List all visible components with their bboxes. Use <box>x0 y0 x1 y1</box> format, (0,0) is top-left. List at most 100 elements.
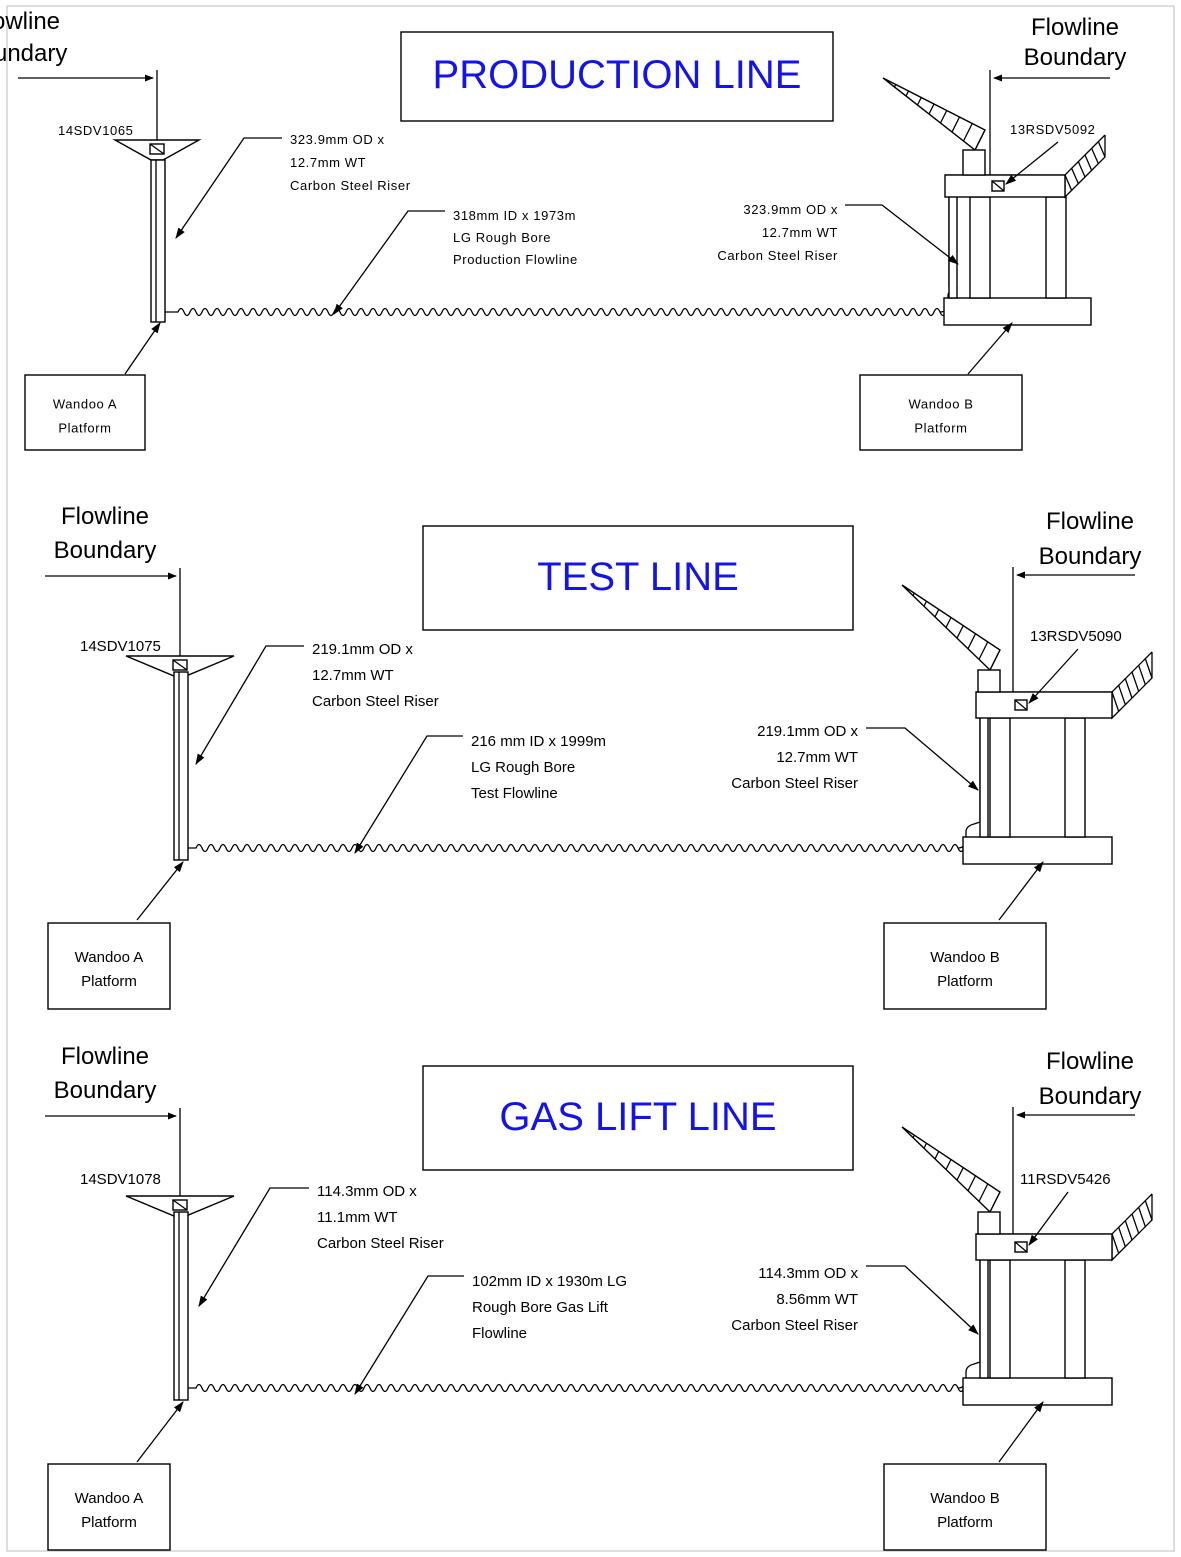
right-boundary-label-line-2: Boundary <box>1039 1083 1142 1110</box>
panel-3: GAS LIFT LINEFlowlineBoundaryFlowlineBou… <box>45 1043 1153 1551</box>
right-riser-label-line-2: 8.56mm WT <box>776 1291 858 1308</box>
outer-border <box>6 5 1175 1552</box>
right-valve-mark <box>991 180 1005 192</box>
platform-a-box <box>47 1463 171 1551</box>
right-riser-label-line-1: 323.9mm OD x <box>743 202 838 217</box>
platform-b-deck <box>944 174 1066 198</box>
left-riser-label-line-3: Carbon Steel Riser <box>312 693 439 710</box>
platform-b-label-line-2: Platform <box>937 973 993 990</box>
panel-1: PRODUCTION LINEFlowlineBoundaryFlowlineB… <box>0 8 1127 451</box>
right-riser-arrow <box>845 204 959 265</box>
right-riser-label-line-1: 114.3mm OD x <box>758 1265 858 1282</box>
left-valve-tag: 14SDV1078 <box>80 1171 161 1188</box>
platform-b-lattice <box>1111 658 1153 712</box>
panel-title: PRODUCTION LINE <box>433 53 802 97</box>
platform-b-leg-1 <box>989 717 1011 838</box>
platform-a-label-line-1: Wandoo A <box>75 1490 144 1507</box>
right-riser-label-line-3: Carbon Steel Riser <box>731 1317 858 1334</box>
left-boundary-label-line-2: Boundary <box>0 40 67 67</box>
platform-b-box <box>859 374 1023 451</box>
right-valve-tag: 13RSDV5090 <box>1030 628 1122 645</box>
platform-a-box <box>24 374 146 451</box>
platform-b-box <box>883 1463 1047 1551</box>
left-valve-tag: 14SDV1075 <box>80 638 161 655</box>
right-riser-arrow <box>866 1265 979 1335</box>
flowline-label-line-2: Rough Bore Gas Lift <box>472 1299 609 1316</box>
right-valve-arrow <box>1005 141 1059 185</box>
platform-b-leg-2 <box>1064 1259 1086 1379</box>
title-box <box>400 31 834 122</box>
right-riser-pipe <box>957 712 981 849</box>
left-boundary-label-line-2: Boundary <box>54 537 157 564</box>
platform-b-leg-2 <box>1064 717 1086 838</box>
platform-a-label-line-1: Wandoo A <box>53 397 117 412</box>
left-riser-pipe <box>173 671 189 861</box>
right-boundary-label-line-1: Flowline <box>1046 1048 1134 1075</box>
right-valve-arrow <box>1028 1191 1069 1246</box>
platform-b-base <box>962 836 1113 865</box>
left-riser-label-line-2: 12.7mm WT <box>312 667 394 684</box>
panel-title: GAS LIFT LINE <box>499 1095 776 1139</box>
left-valve-tag: 14SDV1065 <box>58 123 134 138</box>
right-boundary-label-line-2: Boundary <box>1039 543 1142 570</box>
platform-a-arrow <box>136 1401 184 1463</box>
flowline-arrow <box>333 210 445 315</box>
platform-b-leg-1 <box>989 1259 1011 1379</box>
platform-b-leg-1 <box>969 196 991 299</box>
platform-a-arrow <box>136 861 184 921</box>
crane-boom <box>882 77 986 152</box>
right-boundary-label-line-1: Flowline <box>1046 508 1134 535</box>
right-boundary-label-line-2: Boundary <box>1024 44 1127 71</box>
left-riser-label-line-1: 219.1mm OD x <box>312 641 413 658</box>
platform-a-label-line-1: Wandoo A <box>75 949 144 966</box>
left-riser-pipe <box>150 159 166 323</box>
flowline-arrow <box>354 1275 464 1395</box>
right-valve-mark <box>1014 699 1028 711</box>
left-riser-label-line-1: 323.9mm OD x <box>290 132 385 147</box>
left-riser-arrow <box>175 137 282 239</box>
right-riser-label-line-3: Carbon Steel Riser <box>731 775 858 792</box>
right-riser-label-line-2: 12.7mm WT <box>762 225 838 240</box>
platform-b-riser-column <box>979 711 989 838</box>
left-riser-label-line-3: Carbon Steel Riser <box>290 178 411 193</box>
left-boundary-label-line-1: Flowline <box>61 503 149 530</box>
flowline-label-line-1: 216 mm ID x 1999m <box>471 733 606 750</box>
panel-title: TEST LINE <box>537 555 739 599</box>
flowline-pipe <box>165 307 947 317</box>
right-riser-label-line-3: Carbon Steel Riser <box>717 248 838 263</box>
platform-b-deck <box>975 691 1113 719</box>
flowline-label-line-3: Production Flowline <box>453 252 578 267</box>
platform-b-deck <box>975 1233 1113 1261</box>
platform-b-label-line-1: Wandoo B <box>930 1490 1000 1507</box>
flowline-pipe <box>188 1383 965 1393</box>
crane-boom <box>901 584 1001 672</box>
platform-a-arrow <box>124 322 161 375</box>
flowline-label-line-1: 102mm ID x 1930m LG <box>472 1273 627 1290</box>
left-boundary-label-line-2: Boundary <box>54 1077 157 1104</box>
crane-boom <box>901 1126 1001 1214</box>
flowline-label-line-2: LG Rough Bore <box>471 759 575 776</box>
platform-b-box <box>883 922 1047 1010</box>
platform-b-leg-2 <box>1045 196 1067 299</box>
platform-b-label-line-2: Platform <box>914 421 967 436</box>
crane-pedestal <box>977 1211 1001 1235</box>
flowline-label-line-1: 318mm ID x 1973m <box>453 208 576 223</box>
platform-b-base <box>943 297 1092 326</box>
left-riser-arrow <box>198 1187 309 1307</box>
crane-lattice <box>893 84 973 142</box>
flowline-label-line-3: Test Flowline <box>471 785 558 802</box>
flowline-label-line-3: Flowline <box>472 1325 527 1342</box>
left-boundary-label-line-1: Flowline <box>0 8 60 35</box>
platform-b-lattice <box>1064 141 1106 191</box>
left-riser-label-line-1: 114.3mm OD x <box>317 1183 417 1200</box>
platform-b-arrow <box>967 322 1013 375</box>
platform-b-label-line-1: Wandoo B <box>908 397 973 412</box>
platform-a-box <box>47 922 171 1010</box>
crane-pedestal <box>962 149 986 176</box>
platform-b-lattice <box>1111 1200 1153 1254</box>
platform-a-label-line-2: Platform <box>81 1514 137 1531</box>
crane-lattice <box>912 1134 989 1202</box>
left-valve-mark <box>149 143 165 155</box>
